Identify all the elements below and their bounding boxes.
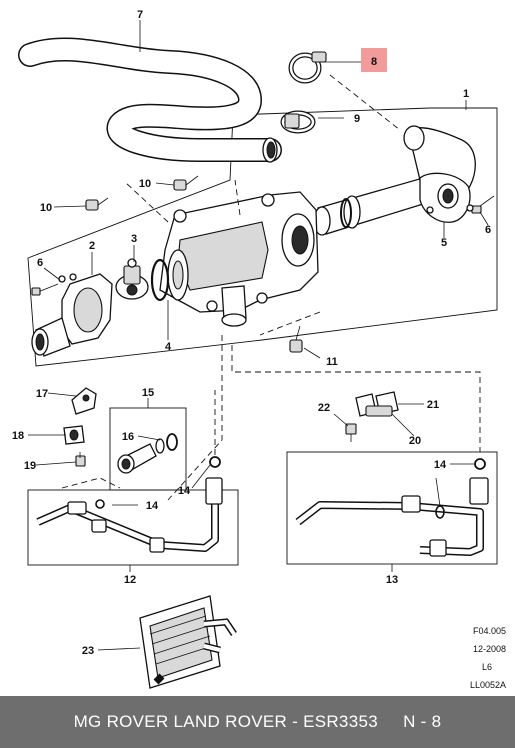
callout-4: 4 (165, 341, 172, 353)
clip-17 (71, 387, 97, 415)
callout-20: 20 (409, 435, 421, 447)
callout-23: 23 (82, 645, 94, 657)
callout-14-a: 14 (178, 485, 191, 497)
footer-title: MG ROVER LAND ROVER - ESR3353 (73, 712, 378, 731)
reference-code: LL0052A (470, 680, 506, 690)
callout-14-c: 14 (434, 459, 447, 471)
callout-1: 1 (463, 88, 469, 100)
callout-17: 17 (36, 388, 48, 400)
bolt-22 (345, 423, 357, 442)
callout-15: 15 (142, 387, 154, 399)
callout-6-left: 6 (37, 257, 43, 269)
grommet-18 (63, 425, 85, 445)
parts-diagram: 7 8 9 1 10 10 2 3 6 4 5 6 11 17 15 16 18… (12, 9, 506, 690)
leader-lines (28, 20, 489, 651)
callout-16: 16 (122, 431, 134, 443)
bolt-6-left (31, 275, 66, 296)
adaptor-16 (117, 433, 178, 474)
bolt-10-left (85, 197, 109, 211)
callout-8: 8 (371, 56, 377, 68)
cooler-pipe-13 (295, 458, 489, 557)
callout-6-right: 6 (485, 224, 491, 236)
callout-14-b: 14 (146, 500, 159, 512)
outlet-pipe-5 (313, 125, 476, 236)
callout-10-left: 10 (40, 202, 52, 214)
group-12-frame (27, 489, 239, 566)
hose-clip-8 (288, 51, 327, 84)
cooler-pipe-12 (36, 456, 223, 553)
callout-3: 3 (131, 233, 137, 245)
callout-19: 19 (24, 460, 36, 472)
o-ring (340, 198, 352, 228)
callout-22: 22 (318, 402, 330, 414)
hose-clip-9 (280, 110, 316, 134)
bolt-10-top (173, 175, 199, 191)
callout-11: 11 (326, 356, 338, 368)
callout-18: 18 (12, 430, 24, 442)
callout-7: 7 (137, 9, 143, 21)
thermostat-housing (159, 191, 319, 327)
footer-bar: MG ROVER LAND ROVER - ESR3353 N - 8 (0, 696, 515, 748)
oil-cooler-23 (139, 595, 237, 689)
connection-lines (61, 74, 481, 501)
callout-2: 2 (89, 240, 95, 252)
pipe-clip-20 (355, 391, 399, 417)
housing-2 (31, 273, 113, 357)
reference-engine: L6 (482, 662, 492, 672)
highlight-box-8 (361, 48, 387, 72)
callout-12: 12 (124, 574, 136, 586)
callout-10-top: 10 (139, 178, 151, 190)
callout-9: 9 (354, 113, 360, 125)
callout-13: 13 (386, 574, 398, 586)
callout-5: 5 (441, 237, 447, 249)
bolt-6-right (466, 195, 495, 214)
thermostat-3 (115, 258, 149, 300)
reference-date: 12-2008 (473, 644, 506, 654)
bolt-11 (289, 325, 303, 353)
o-ring-4 (150, 258, 170, 302)
footer-section: N - 8 (403, 712, 442, 731)
reference-figure: F04.005 (473, 626, 506, 636)
bolt-19 (75, 452, 86, 467)
callout-21: 21 (427, 399, 439, 411)
